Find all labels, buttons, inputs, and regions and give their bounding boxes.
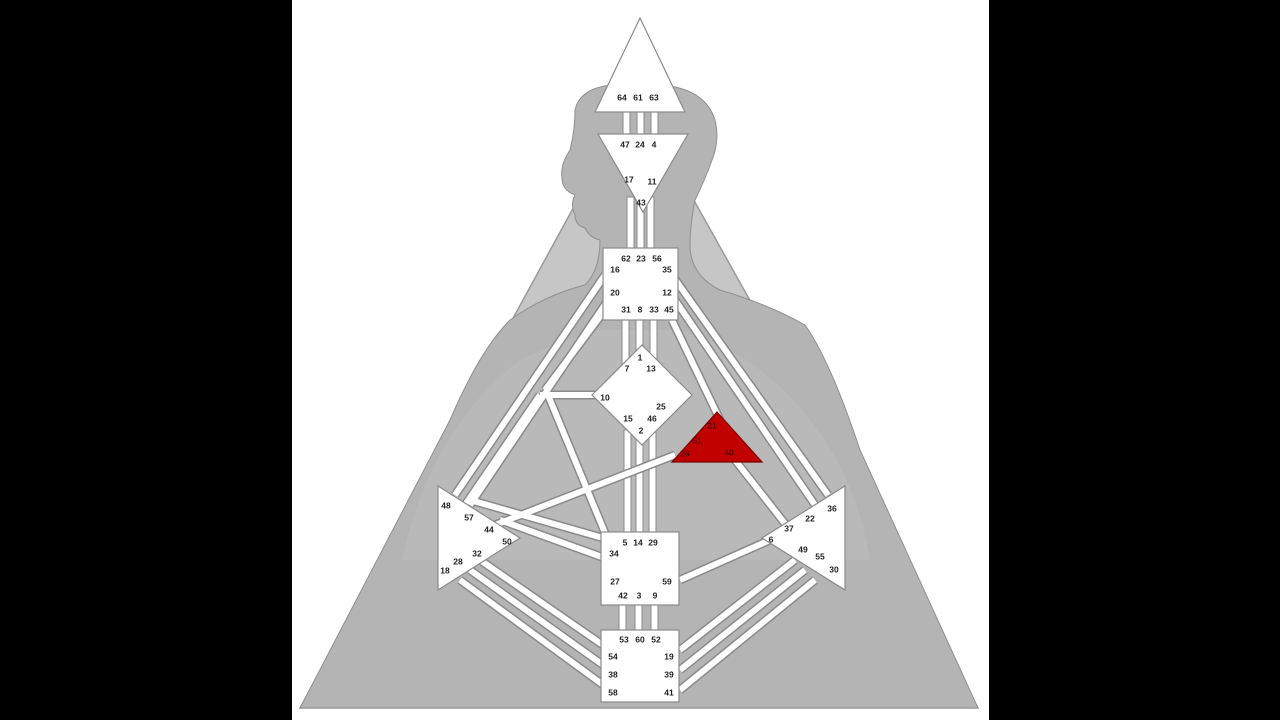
gate-label: 1 (638, 352, 643, 362)
root-center (600, 629, 680, 703)
gate-label: 39 (664, 669, 674, 679)
gate-label: 27 (610, 576, 620, 586)
channel-15-5 (623, 429, 632, 536)
channel-9-52 (650, 604, 659, 633)
channel-2-14 (635, 439, 644, 536)
gate-label: 42 (618, 590, 628, 600)
gate-label: 63 (649, 92, 659, 102)
gate-label: 24 (635, 139, 645, 149)
gate-label: 20 (610, 287, 620, 297)
gate-label: 59 (662, 576, 672, 586)
gate-label: 43 (636, 197, 646, 207)
gate-label: 56 (652, 253, 662, 263)
gate-label: 31 (621, 304, 631, 314)
gate-label: 53 (619, 634, 629, 644)
gate-label: 25 (656, 401, 666, 411)
solar-plexus-center (760, 484, 846, 592)
gate-labels: 64 61 63 47 24 4 17 11 43 62 23 56 16 35… (440, 92, 839, 697)
channel-7-31 (621, 314, 630, 366)
gate-label: 64 (617, 92, 627, 102)
head-center (594, 16, 686, 113)
gate-label: 23 (636, 253, 646, 263)
channel-11-56 (646, 196, 655, 253)
gate-label: 21 (707, 420, 717, 430)
gate-label: 10 (600, 392, 610, 402)
channel-42-53 (618, 604, 627, 633)
gate-label: 12 (662, 287, 672, 297)
gate-label: 9 (653, 590, 658, 600)
gate-label: 57 (464, 512, 474, 522)
gate-label: 19 (664, 651, 674, 661)
gate-label: 26 (680, 448, 690, 458)
gate-label: 13 (646, 363, 656, 373)
gate-label: 30 (829, 564, 839, 574)
diagonal-channels-fill (452, 273, 831, 693)
gate-label: 41 (664, 687, 674, 697)
gate-label: 47 (620, 139, 630, 149)
sacral-center (600, 531, 680, 606)
ajna-center (596, 133, 690, 214)
gate-label: 44 (484, 524, 494, 534)
gate-label: 28 (453, 556, 463, 566)
heart-center (670, 411, 764, 463)
gate-label: 32 (472, 548, 482, 558)
throat-center (602, 247, 679, 321)
gate-label: 48 (441, 500, 451, 510)
gate-label: 37 (784, 523, 794, 533)
gate-label: 34 (609, 548, 619, 558)
gate-label: 6 (769, 534, 774, 544)
gate-label: 45 (664, 304, 674, 314)
gate-label: 40 (724, 447, 734, 457)
gate-label: 17 (624, 174, 634, 184)
gate-label: 4 (652, 139, 657, 149)
gate-label: 15 (623, 413, 633, 423)
gate-label: 35 (662, 264, 672, 274)
gate-label: 11 (648, 176, 657, 186)
channel-61-24 (636, 111, 645, 135)
gate-label: 5 (623, 537, 628, 547)
gate-label: 62 (621, 253, 631, 263)
gate-label: 51 (692, 435, 702, 445)
g-center (591, 344, 693, 446)
channel-17-62 (626, 196, 635, 253)
gate-label: 60 (635, 634, 645, 644)
gate-label: 49 (798, 544, 808, 554)
spleen-center (437, 484, 522, 592)
channel-63-4 (650, 111, 659, 135)
gate-label: 50 (502, 536, 512, 546)
gate-label: 14 (633, 537, 643, 547)
gate-label: 8 (638, 304, 643, 314)
gate-label: 29 (648, 537, 658, 547)
gate-label: 58 (608, 687, 618, 697)
gate-label: 7 (625, 363, 630, 373)
gate-label: 52 (651, 634, 661, 644)
gate-label: 22 (805, 513, 815, 523)
centers (437, 16, 846, 703)
gate-label: 61 (633, 92, 643, 102)
gate-label: 2 (639, 425, 644, 435)
gate-label: 3 (637, 590, 642, 600)
gate-label: 46 (647, 413, 657, 423)
gate-label: 36 (827, 503, 837, 513)
channel-3-60 (634, 604, 643, 633)
gate-label: 38 (608, 669, 618, 679)
gate-label: 16 (610, 264, 620, 274)
gate-label: 18 (440, 565, 450, 575)
channel-46-29 (648, 429, 657, 536)
gate-label: 55 (815, 551, 825, 561)
gate-label: 33 (649, 304, 659, 314)
gate-label: 54 (608, 651, 618, 661)
channel-64-47 (622, 111, 631, 135)
